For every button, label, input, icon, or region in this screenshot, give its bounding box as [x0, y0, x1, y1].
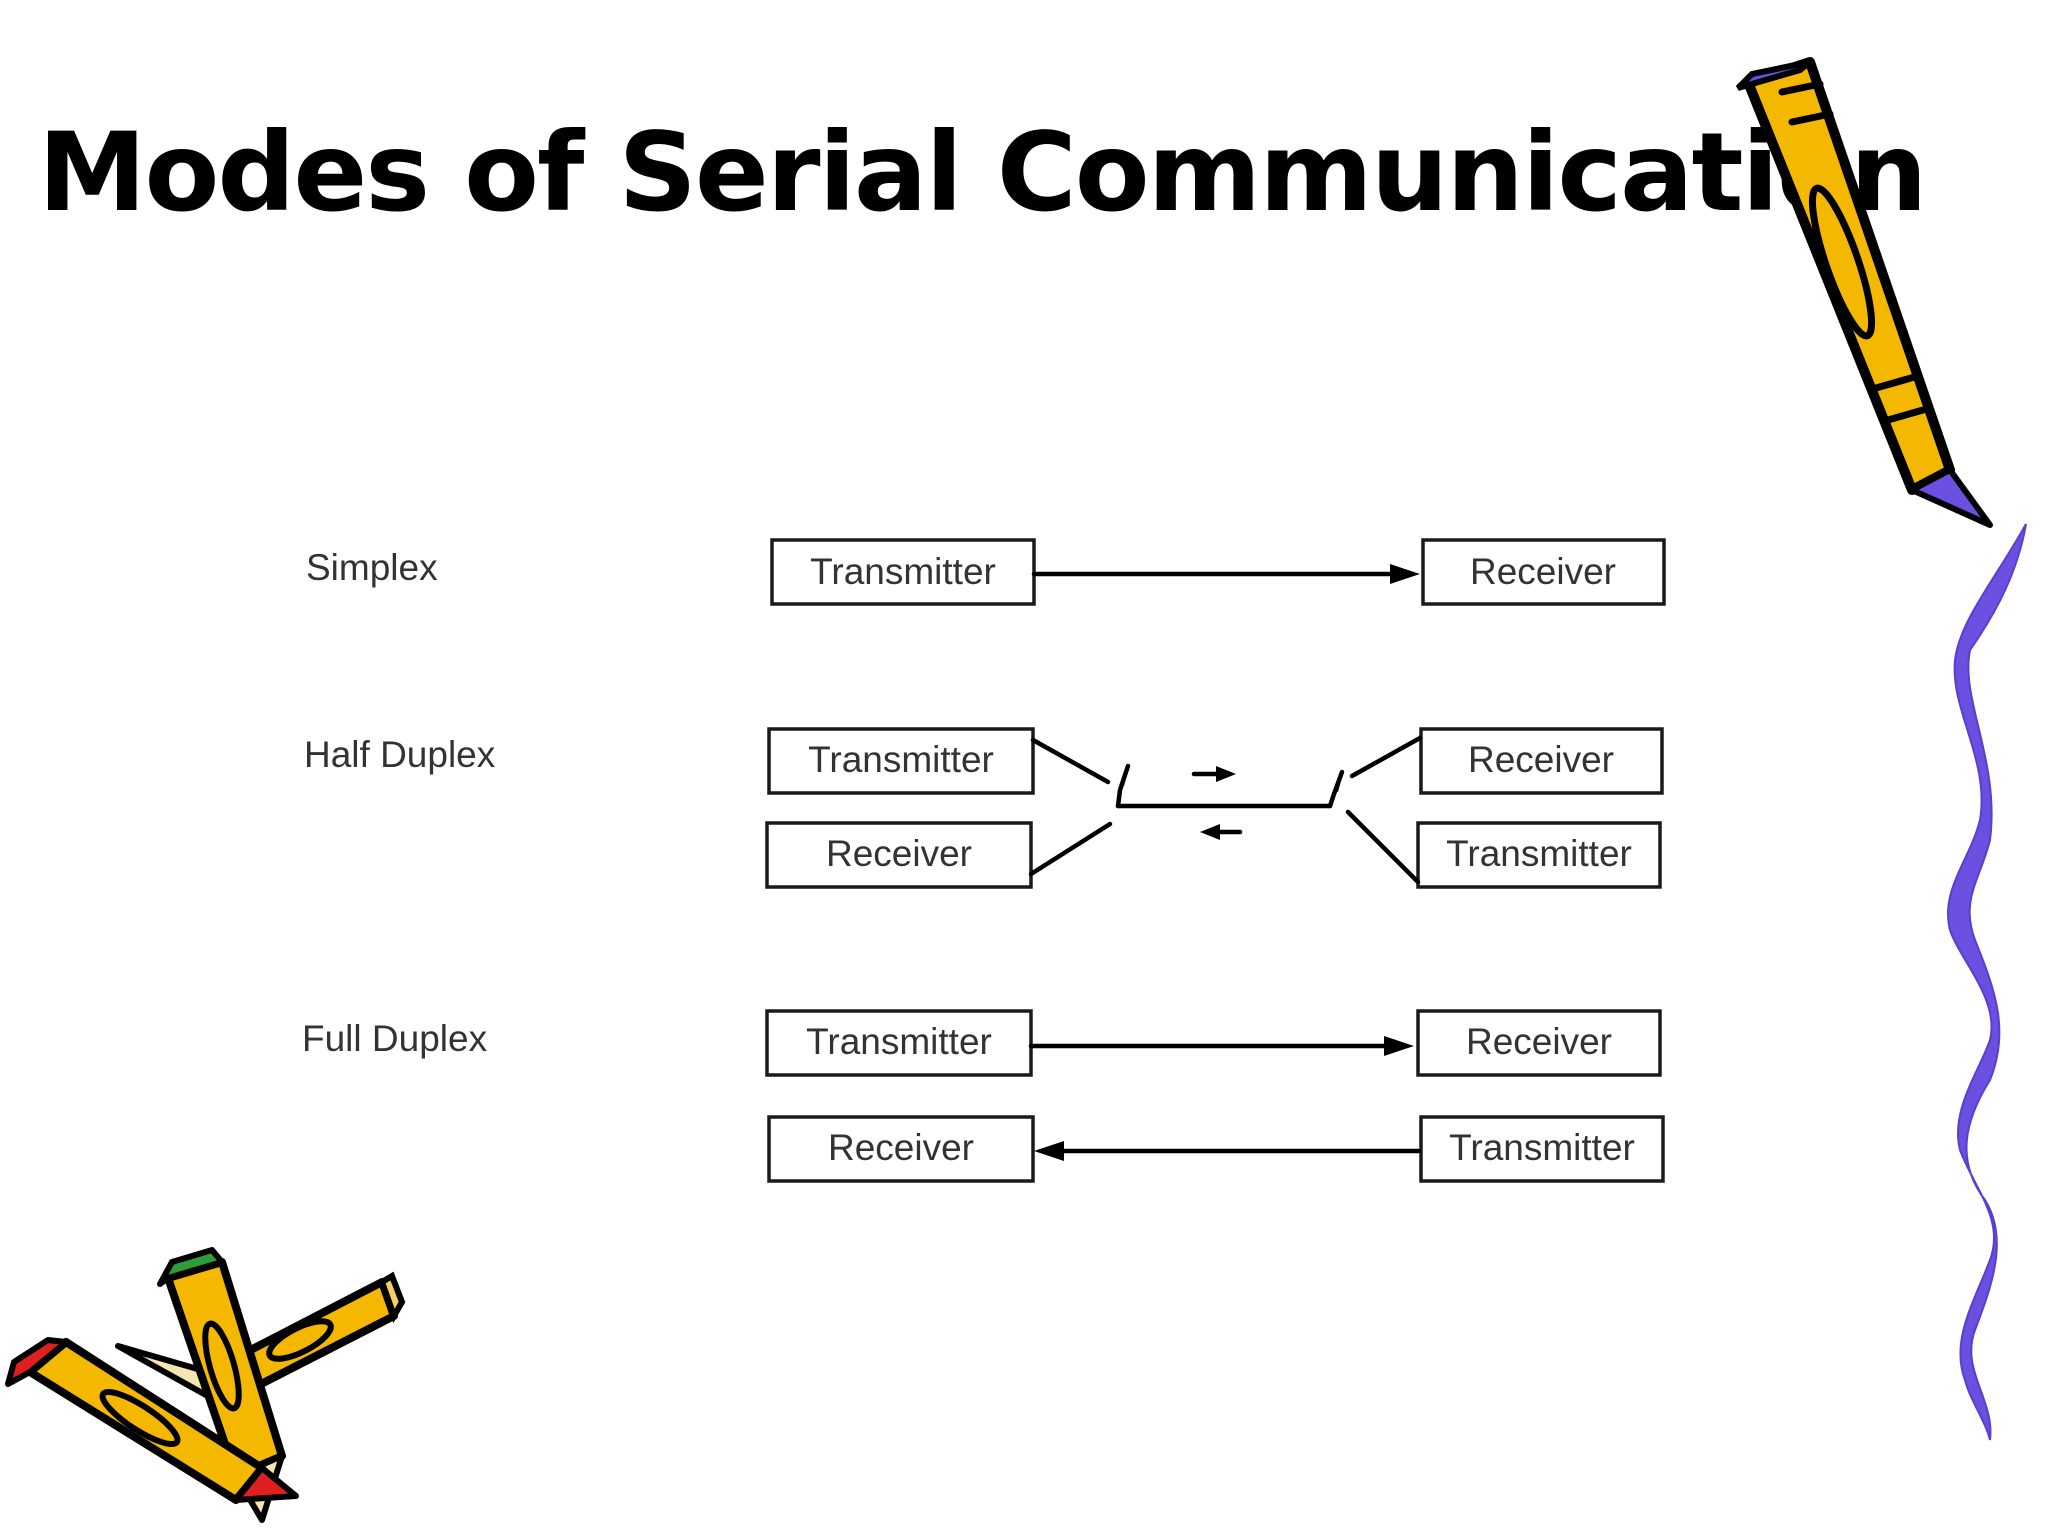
mode-label-full-duplex: Full Duplex — [302, 1018, 488, 1059]
mode-label-half-duplex: Half Duplex — [304, 734, 496, 775]
full-duplex-arrow-forward — [1028, 1036, 1414, 1056]
simplex-left-box: Transmitter — [770, 538, 1036, 606]
box-label: Receiver — [1468, 739, 1614, 780]
direction-arrow-left — [1200, 824, 1243, 840]
pencil-icon — [1735, 57, 1993, 528]
half-duplex-right-bottom-box: Transmitter — [1416, 821, 1662, 889]
direction-arrow-right — [1191, 766, 1236, 782]
full-duplex-left-bottom-box: Receiver — [767, 1115, 1035, 1183]
half-duplex-left-bottom-box: Receiver — [765, 821, 1033, 889]
box-label: Transmitter — [806, 1021, 992, 1062]
half-duplex-left-top-box: Transmitter — [767, 727, 1035, 795]
half-duplex-switch-network — [1028, 735, 1423, 885]
simplex-right-box: Receiver — [1421, 538, 1666, 606]
squiggle-line — [1947, 523, 2027, 1441]
box-label: Transmitter — [808, 739, 994, 780]
box-label: Receiver — [826, 833, 972, 874]
full-duplex-right-top-box: Receiver — [1416, 1009, 1662, 1077]
full-duplex-left-top-box: Transmitter — [765, 1009, 1033, 1077]
box-label: Transmitter — [1446, 833, 1632, 874]
box-label: Receiver — [828, 1127, 974, 1168]
page-title: Modes of Serial Communication — [38, 109, 1928, 236]
mode-label-simplex: Simplex — [306, 547, 438, 588]
half-duplex-right-top-box: Receiver — [1419, 727, 1664, 795]
box-label: Receiver — [1470, 551, 1616, 592]
full-duplex-arrow-backward — [1034, 1141, 1422, 1161]
simplex-arrow — [1031, 564, 1420, 584]
full-duplex-right-bottom-box: Transmitter — [1419, 1115, 1665, 1183]
box-label: Transmitter — [1449, 1127, 1635, 1168]
crossed-pencils-icon — [5, 1247, 406, 1523]
box-label: Transmitter — [810, 551, 996, 592]
box-label: Receiver — [1466, 1021, 1612, 1062]
